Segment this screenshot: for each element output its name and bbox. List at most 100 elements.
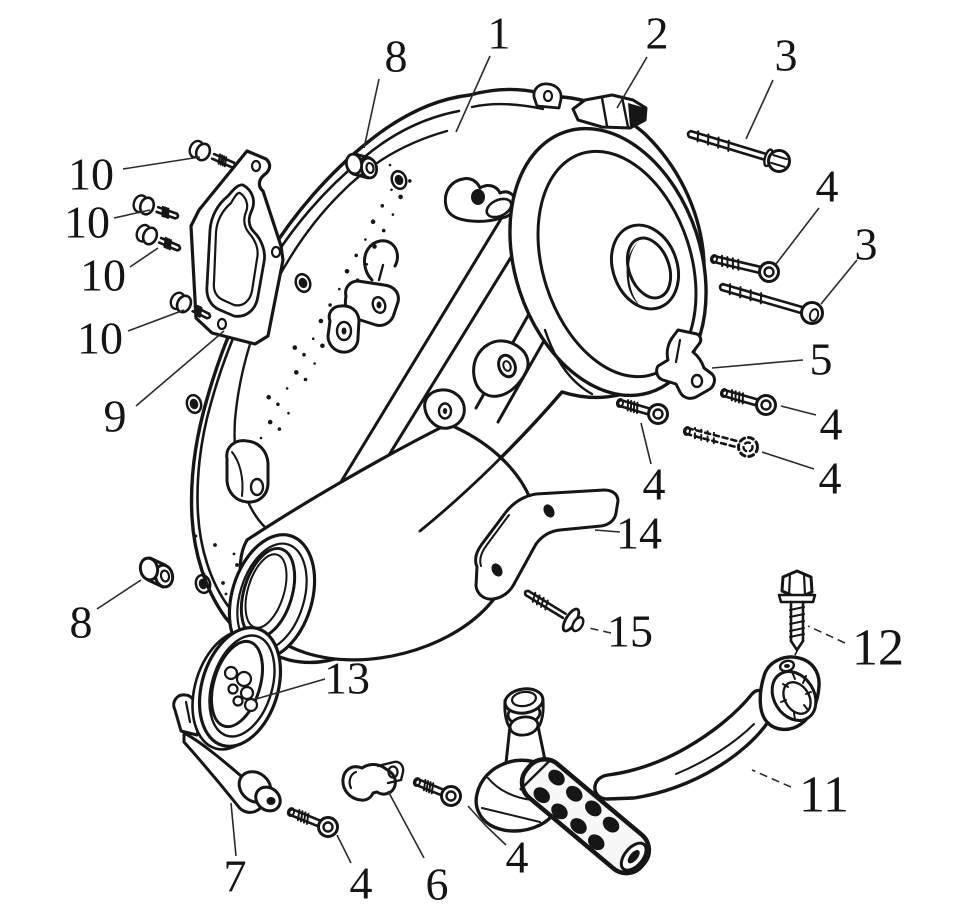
- fan-rim-depth: [543, 328, 594, 396]
- seal-ring-part-13: [191, 626, 283, 751]
- drawing-detail: [548, 769, 565, 786]
- drawing-detail: [377, 263, 385, 282]
- drawing-detail: [243, 697, 259, 713]
- callout-4-leader-8: [640, 422, 652, 465]
- drawing-detail: [571, 616, 585, 633]
- drawing-detail: [205, 183, 266, 318]
- screw-10-d: [169, 291, 212, 320]
- drawing-detail: [491, 563, 503, 577]
- drawing-detail: [502, 360, 512, 372]
- drawing-detail: [163, 236, 172, 251]
- drawing-detail: [294, 272, 312, 294]
- pedal-rubber: [519, 757, 652, 876]
- callout-3-leader-2: [745, 79, 774, 140]
- drawing-detail: [682, 426, 692, 436]
- drawing-detail: [224, 592, 228, 596]
- drawing-detail: [408, 179, 412, 183]
- callout-7-leader-17: [230, 802, 237, 857]
- drawing-detail: [519, 757, 652, 876]
- cover-bottom-edge: [418, 390, 564, 533]
- bolt-15: [523, 589, 585, 633]
- drawing-detail: [322, 821, 334, 833]
- callout-4-leader-7: [761, 451, 815, 470]
- drawing-detail: [784, 664, 790, 668]
- callout-10-label: 10: [80, 250, 126, 301]
- ring-bubbles: [223, 665, 259, 713]
- drawing-detail: [298, 277, 308, 289]
- drawing-detail: [138, 196, 156, 216]
- drawing-detail: [533, 769, 620, 851]
- callout-12-label: 12: [852, 620, 904, 677]
- callout-8-label: 8: [385, 31, 408, 82]
- cover-bosses: [225, 177, 530, 504]
- drawing-detail: [737, 436, 759, 458]
- callout-4-label: 4: [816, 161, 839, 212]
- drawing-detail: [286, 807, 296, 817]
- drawing-detail: [294, 370, 299, 375]
- drawing-detail: [440, 785, 462, 807]
- drawing-detail: [376, 301, 382, 309]
- drawing-detail: [390, 169, 408, 191]
- callout-3-leader-4: [820, 259, 858, 305]
- callout-2-leader-1: [616, 56, 648, 109]
- drawing-detail: [388, 163, 392, 167]
- drawing-detail: [202, 572, 206, 576]
- drawing-detail: [391, 213, 395, 216]
- drawing-detail: [652, 408, 664, 420]
- drawing-detail: [481, 777, 541, 823]
- screw-10-b: [132, 194, 180, 220]
- drawing-detail: [370, 219, 376, 224]
- drawing-detail: [767, 149, 791, 173]
- drawing-detail: [588, 834, 605, 851]
- drawing-detail: [543, 504, 555, 518]
- drawing-detail: [159, 569, 171, 583]
- drawing-detail: [213, 543, 217, 547]
- callout-15-label: 15: [607, 606, 653, 657]
- hub-shade: [626, 239, 641, 306]
- drawing-detail: [239, 685, 255, 701]
- stipple-texture: [194, 163, 412, 605]
- screw-10-c: [135, 223, 182, 252]
- drawing-detail: [719, 388, 729, 398]
- drawing-detail: [189, 398, 199, 410]
- callout-4-label: 4: [643, 459, 666, 510]
- drawing-detail: [693, 426, 715, 445]
- drawing-detail: [789, 606, 805, 638]
- drawing-detail: [728, 283, 763, 305]
- drawing-detail: [758, 261, 780, 283]
- drawing-detail: [194, 534, 198, 538]
- drawing-detail: [267, 419, 273, 425]
- callout-8-leader-9: [363, 78, 380, 149]
- drawing-detail: [348, 770, 358, 790]
- drawing-detail: [551, 803, 568, 820]
- callout-11-label: 11: [799, 767, 849, 824]
- bolt-4-f: [412, 777, 462, 807]
- screw-10-a: [188, 139, 237, 169]
- drawing-detail: [674, 338, 682, 364]
- drawing-detail: [185, 393, 203, 415]
- bolt-4-c: [682, 426, 759, 458]
- drawing-detail: [223, 665, 239, 681]
- callout-1-label: 1: [488, 8, 511, 59]
- drawing-detail: [141, 226, 159, 246]
- drawing-detail: [138, 556, 160, 582]
- drawing-detail: [132, 82, 824, 876]
- callout-14-label: 14: [616, 508, 662, 559]
- gasket-plate-part-9: [189, 149, 285, 346]
- drawing-detail: [198, 578, 208, 590]
- callout-9-label: 9: [104, 391, 127, 442]
- cap-nut-8-left: [138, 556, 175, 589]
- drawing-detail: [194, 573, 212, 595]
- drawing-detail: [318, 318, 324, 324]
- drawing-detail: [742, 441, 754, 453]
- top-edge-inner-line: [470, 102, 545, 111]
- bolt-4-d: [615, 398, 669, 425]
- drawing-detail: [341, 763, 397, 802]
- callout-15-leader-22: [588, 627, 612, 634]
- drawing-detail: [235, 670, 253, 688]
- callout-10-label: 10: [77, 313, 123, 364]
- drawing-detail: [780, 671, 812, 721]
- drawing-detail: [777, 593, 817, 604]
- callout-12-leader-23: [807, 625, 846, 644]
- bottom-boss: [225, 439, 270, 504]
